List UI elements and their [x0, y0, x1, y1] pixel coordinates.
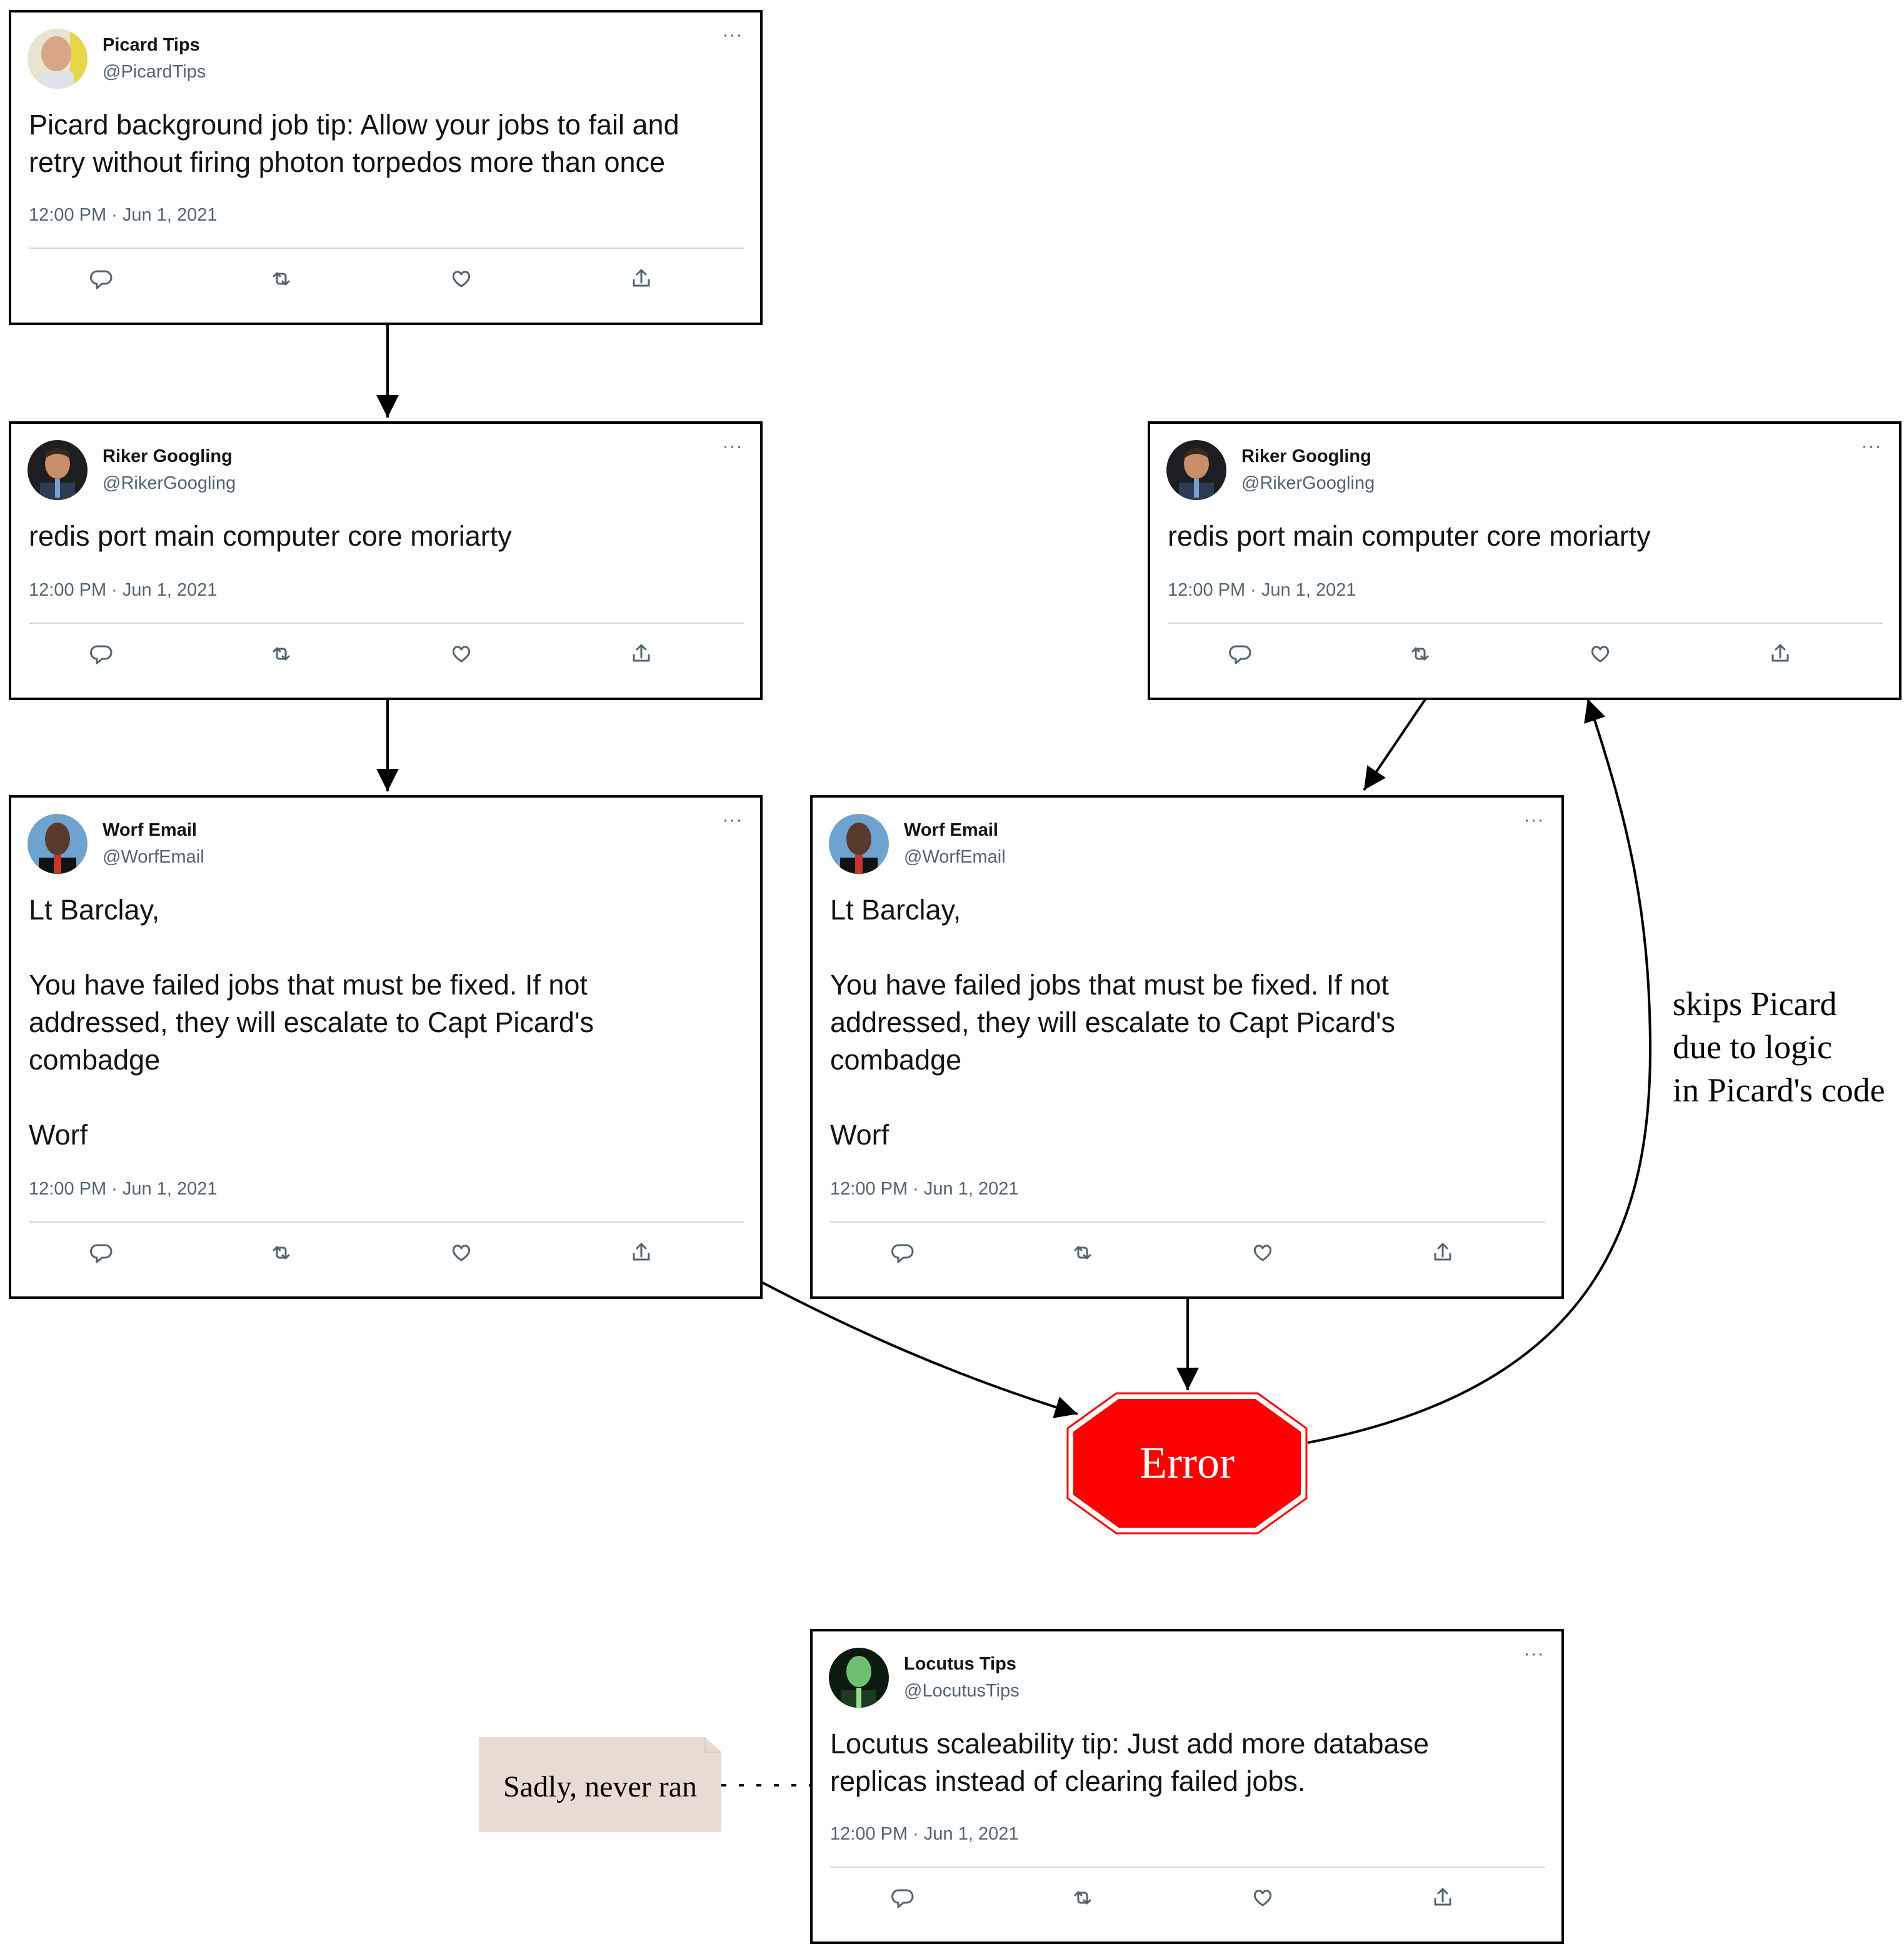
author-handle[interactable]: @RikerGoogling — [1241, 473, 1375, 493]
note-label: Sadly, never ran — [503, 1770, 698, 1803]
like-icon[interactable] — [1584, 638, 1616, 670]
retweet-icon[interactable] — [1404, 638, 1436, 670]
author-name[interactable]: Picard Tips — [103, 35, 200, 55]
like-icon[interactable] — [1246, 1881, 1279, 1914]
share-icon[interactable] — [1426, 1881, 1459, 1914]
tweet-actions — [830, 1236, 1545, 1269]
author-name[interactable]: Riker Googling — [103, 446, 233, 466]
author-handle[interactable]: @LocutusTips — [904, 1681, 1020, 1701]
tweet-timestamp[interactable]: 12:00 PM · Jun 1, 2021 — [830, 1179, 1019, 1199]
avatar-riker — [1166, 440, 1226, 500]
like-icon[interactable] — [1246, 1236, 1279, 1269]
tweet-timestamp[interactable]: 12:00 PM · Jun 1, 2021 — [1168, 580, 1356, 600]
like-icon[interactable] — [445, 263, 478, 295]
author-handle[interactable]: @RikerGoogling — [103, 473, 236, 493]
error-node: Error — [1066, 1392, 1308, 1535]
avatar-riker — [28, 440, 88, 500]
reply-icon[interactable] — [1224, 638, 1256, 670]
tweet-locutus-tips[interactable]: Locutus Tips @LocutusTips ··· Locutus sc… — [810, 1629, 1564, 1944]
retweet-icon[interactable] — [265, 1236, 298, 1269]
error-label: Error — [1140, 1438, 1235, 1488]
tweet-picard-tips[interactable]: Picard Tips @PicardTips ··· Picard backg… — [9, 10, 763, 325]
share-icon[interactable] — [1426, 1236, 1459, 1269]
retweet-icon[interactable] — [265, 263, 298, 295]
author-name[interactable]: Locutus Tips — [904, 1654, 1016, 1674]
author-name[interactable]: Worf Email — [103, 820, 197, 840]
tweet-actions — [830, 1881, 1545, 1914]
tweet-actions — [29, 1236, 744, 1269]
reply-icon[interactable] — [85, 638, 118, 670]
tweet-timestamp[interactable]: 12:00 PM · Jun 1, 2021 — [29, 580, 218, 600]
divider — [29, 1221, 744, 1223]
more-options-icon[interactable]: ··· — [1523, 1643, 1545, 1664]
author-handle[interactable]: @WorfEmail — [103, 847, 204, 867]
divider — [29, 623, 744, 624]
avatar-worf — [28, 814, 88, 874]
more-options-icon[interactable]: ··· — [1861, 436, 1882, 456]
more-options-icon[interactable]: ··· — [722, 24, 743, 45]
tweet-timestamp[interactable]: 12:00 PM · Jun 1, 2021 — [830, 1824, 1019, 1844]
share-icon[interactable] — [625, 638, 658, 670]
edge-worf-left-to-error — [762, 1281, 1078, 1418]
tweet-actions — [29, 263, 744, 295]
more-options-icon[interactable]: ··· — [1523, 809, 1545, 830]
tweet-timestamp[interactable]: 12:00 PM · Jun 1, 2021 — [29, 205, 218, 225]
reply-icon[interactable] — [886, 1881, 919, 1914]
tweet-text: Picard background job tip: Allow your jo… — [29, 109, 679, 178]
reply-icon[interactable] — [85, 1236, 118, 1269]
tweet-text: Lt Barclay, You have failed jobs that mu… — [830, 894, 1396, 1151]
tweet-actions — [29, 638, 744, 670]
divider — [830, 1866, 1545, 1868]
edge-label-skips-picard: skips Picard due to logic in Picard's co… — [1673, 985, 1885, 1109]
tweet-actions — [1168, 638, 1883, 670]
tweet-text: Lt Barclay, You have failed jobs that mu… — [29, 894, 594, 1151]
tweet-worf-email-left[interactable]: Worf Email @WorfEmail ··· Lt Barclay, Yo… — [9, 795, 763, 1299]
share-icon[interactable] — [625, 1236, 658, 1269]
author-handle[interactable]: @WorfEmail — [904, 847, 1006, 867]
note-sadly-never-ran: Sadly, never ran — [479, 1737, 721, 1832]
tweet-riker-googling-left[interactable]: Riker Googling @RikerGoogling ··· redis … — [9, 421, 763, 700]
edge-riker-right-to-worf-right — [1363, 696, 1428, 791]
avatar-picard — [28, 29, 88, 89]
like-icon[interactable] — [445, 1236, 478, 1269]
author-name[interactable]: Riker Googling — [1241, 446, 1371, 466]
divider — [1168, 623, 1883, 624]
share-icon[interactable] — [625, 263, 658, 295]
divider — [29, 248, 744, 249]
avatar-locutus — [829, 1648, 889, 1708]
tweet-text: Locutus scaleability tip: Just add more … — [830, 1728, 1430, 1797]
tweet-worf-email-right[interactable]: Worf Email @WorfEmail ··· Lt Barclay, Yo… — [810, 795, 1564, 1299]
retweet-icon[interactable] — [265, 638, 298, 670]
tweet-riker-googling-right[interactable]: Riker Googling @RikerGoogling ··· redis … — [1148, 421, 1901, 700]
edge-error-to-riker-right — [1307, 698, 1652, 1444]
more-options-icon[interactable]: ··· — [722, 809, 743, 830]
share-icon[interactable] — [1764, 638, 1796, 670]
avatar-worf — [829, 814, 889, 874]
reply-icon[interactable] — [886, 1236, 919, 1269]
tweet-timestamp[interactable]: 12:00 PM · Jun 1, 2021 — [29, 1179, 218, 1199]
tweet-text: redis port main computer core moriarty — [29, 520, 512, 552]
more-options-icon[interactable]: ··· — [722, 436, 743, 456]
retweet-icon[interactable] — [1066, 1236, 1099, 1269]
tweet-text: redis port main computer core moriarty — [1168, 520, 1651, 552]
reply-icon[interactable] — [85, 263, 118, 295]
retweet-icon[interactable] — [1066, 1881, 1099, 1914]
author-name[interactable]: Worf Email — [904, 820, 998, 840]
author-handle[interactable]: @PicardTips — [103, 62, 206, 82]
like-icon[interactable] — [445, 638, 478, 670]
divider — [830, 1221, 1545, 1223]
